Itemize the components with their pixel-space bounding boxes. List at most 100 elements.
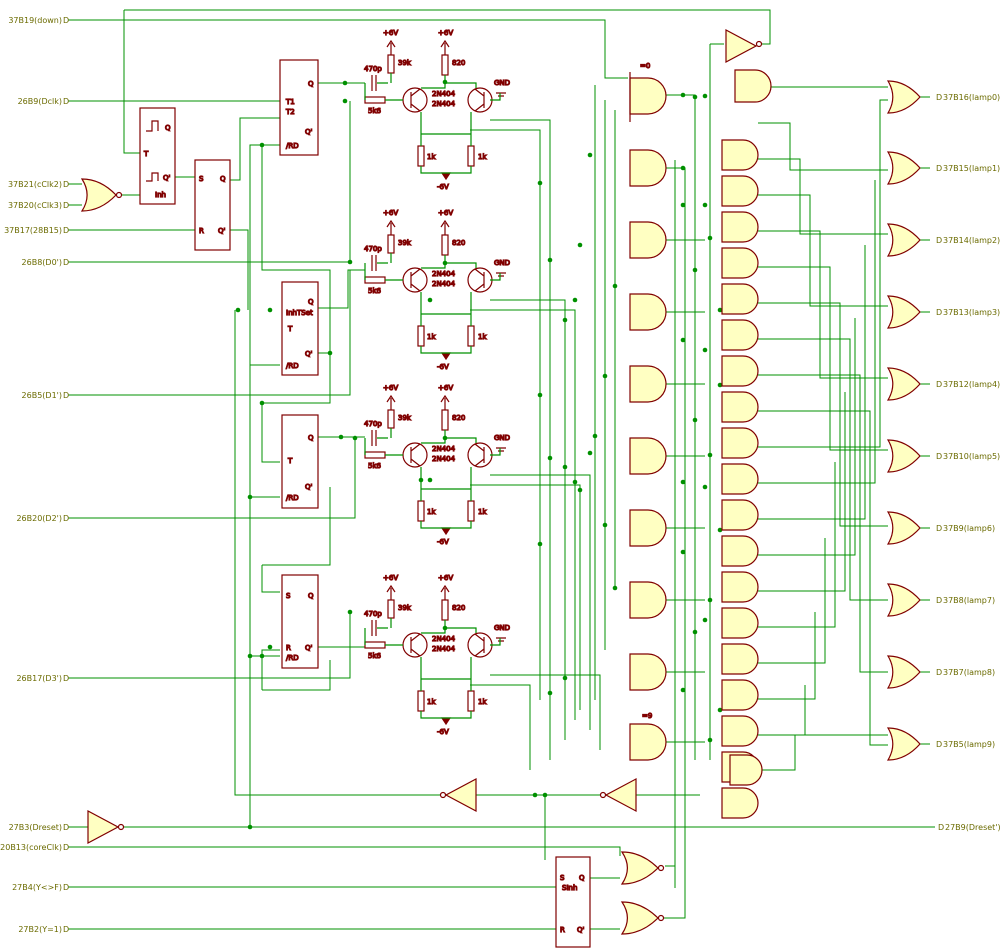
emitter-resistor xyxy=(417,500,425,522)
output-label: 37B13(lamp3) xyxy=(943,308,1000,317)
coreclk-nor-gate-1 xyxy=(620,851,665,885)
lamp-or-gate-3 xyxy=(886,295,921,329)
or-gate-body xyxy=(886,583,921,617)
supply-label: +6V xyxy=(438,574,453,582)
port-marker: D xyxy=(936,452,942,461)
capacitor-value: 470p xyxy=(364,610,382,618)
negative-supply-label: -6V xyxy=(437,183,449,191)
port-marker: D xyxy=(936,668,942,677)
junction-dot xyxy=(427,297,433,303)
junction-dot xyxy=(707,737,713,743)
junction-dot xyxy=(537,541,543,547)
junction-dot xyxy=(702,617,708,623)
pin-label-qbar: Q' xyxy=(218,227,226,235)
junction-dot xyxy=(247,824,253,830)
and-gate-body xyxy=(721,283,759,315)
output-label: 37B15(lamp1) xyxy=(943,164,1000,173)
junction-dot xyxy=(680,687,686,693)
lamp-and-gate-19 xyxy=(721,787,759,819)
supply-label: +6V xyxy=(438,29,453,37)
wire-network xyxy=(68,9,935,930)
flipflop-body xyxy=(279,59,319,156)
output-label: 37B8(lamp7) xyxy=(943,596,995,605)
port-marker: D xyxy=(63,258,69,267)
buffer-body xyxy=(725,29,758,63)
lamp-or-gate-8 xyxy=(886,655,921,689)
collector-resistor-value: 820 xyxy=(452,59,465,67)
emitter-resistor-value: 1k xyxy=(427,153,436,161)
supply-arrow xyxy=(386,39,396,55)
port-marker: D xyxy=(63,97,69,106)
and-gate-body xyxy=(721,463,759,495)
and-gate-body xyxy=(629,77,667,115)
lamp-and-gate-13 xyxy=(721,571,759,603)
and-gate-body xyxy=(734,69,772,103)
input-port-in_cclk2: 37B21(cClk2)D xyxy=(8,180,69,189)
junction-dot xyxy=(702,202,708,208)
transistor-type: 2N404 xyxy=(432,635,456,643)
ground-symbol xyxy=(496,92,506,97)
and-gate-body xyxy=(721,391,759,423)
supply-label: +6V xyxy=(383,209,398,217)
and-gate-body xyxy=(721,787,759,819)
negative-supply-label: -6V xyxy=(437,538,449,546)
inverter-bubble xyxy=(439,791,447,799)
pin-label-r: R xyxy=(560,926,565,934)
ground-label: GND xyxy=(494,624,510,632)
and-gate-body xyxy=(629,293,667,331)
lamp-or-gate-1 xyxy=(886,151,921,185)
pin-label-s: S xyxy=(560,874,565,882)
pin-label-q: Q xyxy=(308,298,314,306)
pin-label-q: Q xyxy=(308,80,314,88)
and-gate-body xyxy=(721,319,759,351)
junction-dot xyxy=(562,675,568,681)
stage-wiring xyxy=(364,73,501,174)
transistor-type: 2N404 xyxy=(432,90,456,98)
input-label: 26B20(D2') xyxy=(16,514,62,523)
pin-label-inh: Inh xyxy=(155,191,166,199)
emitter-resistor-value: 1k xyxy=(427,333,436,341)
input-port-in_down: 37B19(down)D xyxy=(8,16,69,25)
junction-dot xyxy=(707,452,713,458)
port-marker: D xyxy=(63,391,69,400)
buffer-body xyxy=(87,810,120,844)
lamp-and-gate-10 xyxy=(721,463,759,495)
and-gate-body xyxy=(629,221,667,259)
pin-label-t: T xyxy=(143,150,149,158)
top-resistor xyxy=(387,409,395,429)
flipflop-body xyxy=(194,159,231,251)
lamp-and-gate-3 xyxy=(721,211,759,243)
junction-dot xyxy=(707,597,713,603)
or-gate-body xyxy=(620,901,659,935)
transistor-left xyxy=(402,87,428,113)
junction-dot xyxy=(572,297,578,303)
pin-label-rd: /RD xyxy=(286,362,299,370)
or-gate-body xyxy=(886,439,921,473)
junction-dot xyxy=(562,317,568,323)
pin-label-q: Q xyxy=(308,592,314,600)
pin-label-t1: T1 xyxy=(285,98,295,106)
flipflop-body xyxy=(281,574,319,669)
transistor-type: 2N404 xyxy=(432,645,456,653)
junction-dot xyxy=(612,283,618,289)
lamp-or-gate-5 xyxy=(886,439,921,473)
pin-label-r: R xyxy=(199,227,204,235)
and-gate-body xyxy=(629,723,667,761)
supply-label: +6V xyxy=(438,384,453,392)
port-marker: D xyxy=(936,740,942,749)
port-marker: D xyxy=(63,925,69,934)
lamp-and-gate-17 xyxy=(721,715,759,747)
emitter-resistor-value: 1k xyxy=(478,698,487,706)
lamp-or-gate-2 xyxy=(886,223,921,257)
junction-dot xyxy=(577,242,583,248)
base-resistor xyxy=(364,276,386,284)
junction-dot xyxy=(247,494,253,500)
stage-wiring xyxy=(364,618,501,719)
junction-dot xyxy=(602,373,608,379)
input-label: 26B8(D0') xyxy=(22,258,62,267)
top-resistor-value: 39k xyxy=(398,59,412,67)
gate-tag-last: =9 xyxy=(642,712,652,720)
pulse-glyph-low xyxy=(146,172,159,182)
